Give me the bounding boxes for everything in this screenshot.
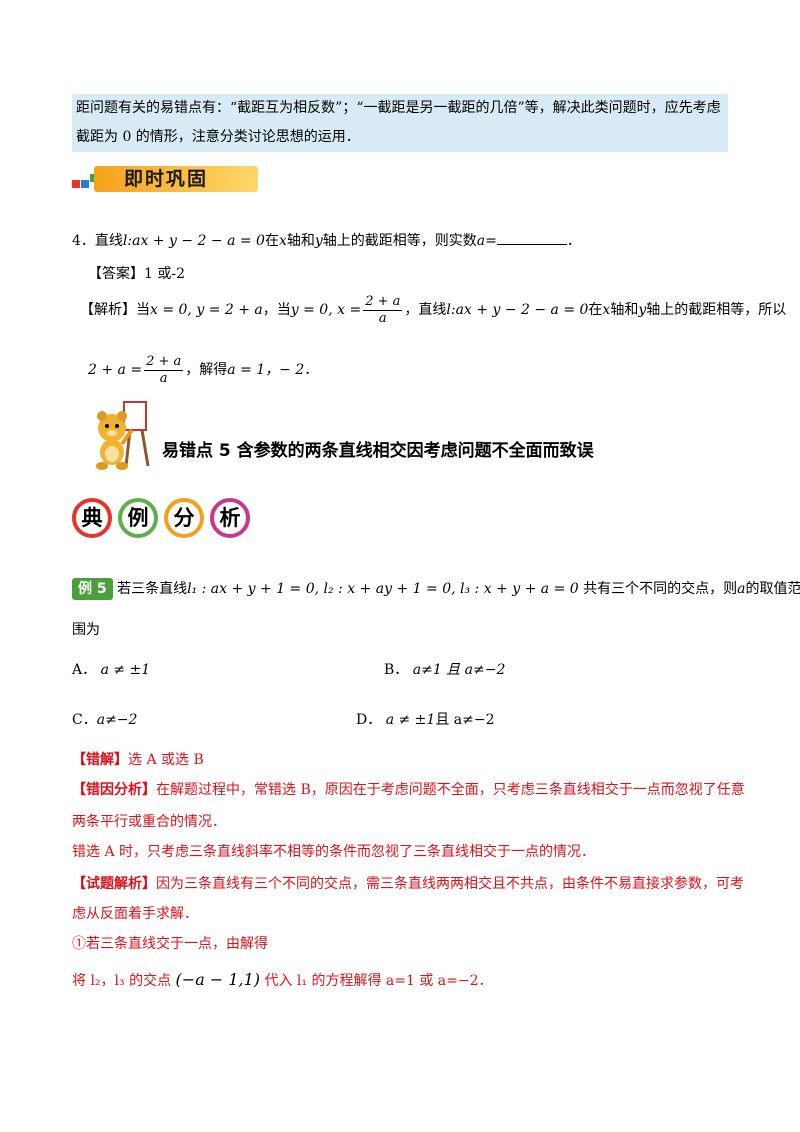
analysis-text: ，解得: [185, 362, 228, 378]
q4-text: 直线: [94, 233, 123, 249]
option-value: a ≠ ±1: [385, 712, 436, 728]
cause-line-1: 【错因分析】在解题过程中，常错选 B，原因在于考虑问题不全面，只考虑三条直线相交…: [72, 780, 745, 800]
analysis-text: 当: [136, 302, 150, 318]
option-label: A．: [72, 662, 97, 678]
option-value: a≠1 且 a≠−2: [412, 662, 506, 678]
consolidation-banner: 即时巩固: [72, 160, 258, 196]
solution-line-2: 虑从反面着手求解．: [72, 906, 198, 922]
answer: 【答案】1 或-2: [88, 264, 185, 284]
answer-label: 【答案】: [88, 266, 144, 282]
cause-text: 在解题过程中，常错选 B，原因在于考虑问题不全面，只考虑三条直线相交于一点而忽视…: [156, 782, 745, 798]
fraction-numerator: 2 + a: [363, 293, 403, 311]
blue-square-icon: [81, 180, 89, 188]
section-heading: 易错点 5 含参数的两条直线相交因考虑问题不全面而致误: [162, 441, 594, 461]
dianli-char-4: 析: [210, 498, 250, 538]
q4-text: ．: [566, 233, 581, 249]
option-c[interactable]: C．a≠−2: [72, 710, 137, 730]
analysis-text: ．: [304, 362, 319, 378]
banner-title: 即时巩固: [124, 168, 209, 190]
cause-label: 【错因分析】: [72, 782, 156, 798]
answer-value: 1 或-2: [144, 266, 185, 282]
example-5-line-2: 围为: [72, 622, 100, 638]
analysis-label: 【解析】: [80, 302, 136, 318]
option-label: D．: [356, 712, 382, 728]
fraction-denominator: a: [378, 310, 387, 326]
q4-var-y: y: [314, 233, 323, 249]
q4-var-a: a: [476, 233, 486, 249]
dianli-char-2: 例: [118, 498, 158, 538]
wrong-text: 选 A 或选 B: [128, 752, 204, 768]
analysis-lhs: 2 + a =: [88, 362, 143, 378]
solution-text: 因为三条直线有三个不同的交点，需三条直线两两相交且不共点，由条件不易直接求参数，…: [156, 876, 744, 892]
option-a[interactable]: A． a ≠ ±1: [72, 660, 150, 680]
example-text: 共有三个不同的交点，则: [583, 581, 738, 597]
red-square-icon: [72, 180, 80, 188]
tip-line-2: 截距为 0 的情形，注意分类讨论思想的运用．: [76, 129, 360, 145]
tip-box: 距问题有关的易错点有：“截距互为相反数”；“一截距是另一截距的几倍”等，解决此类…: [72, 94, 728, 152]
solution-line-1: 【试题解析】因为三条直线有三个不同的交点，需三条直线两两相交且不共点，由条件不易…: [72, 874, 744, 894]
option-value: a≠−2: [96, 712, 138, 728]
analysis-var-x: x: [602, 302, 611, 318]
analysis-text: ，直线: [404, 302, 447, 318]
analysis-var-y: y: [638, 302, 647, 318]
example-text: 若三条直线: [117, 581, 188, 597]
wrong-label: 【错解】: [72, 752, 128, 768]
analysis-text: 在: [588, 302, 603, 318]
question-4: 4．直线l:ax + y − 2 − a = 0在x轴和y轴上的截距相等，则实数…: [72, 230, 581, 251]
analysis-text: 轴和: [610, 302, 639, 318]
solution-line-4: 将 l₂，l₃ 的交点 (−a − 1,1) 代入 l₁ 的方程解得 a=1 或…: [72, 970, 493, 991]
q4-number: 4．: [72, 233, 95, 249]
analysis-condition-2: y = 0, x =: [290, 302, 362, 318]
example-equations: l₁ : ax + y + 1 = 0, l₂ : x + ay + 1 = 0…: [187, 581, 579, 597]
q4-text: =: [485, 233, 497, 249]
example-5: 例 5 若三条直线l₁ : ax + y + 1 = 0, l₂ : x + a…: [72, 578, 800, 600]
dianli-char-1: 典: [72, 498, 112, 538]
bear-mascot-icon: [96, 401, 150, 470]
example-var-a: a: [737, 581, 746, 597]
option-b[interactable]: B． a≠1 且 a≠−2: [384, 660, 505, 680]
solution-text: 代入 l₁ 的方程解得 a=1 或 a=−2．: [264, 973, 493, 989]
solution-text: 将 l₂，l₃ 的交点: [72, 973, 172, 989]
option-label: B．: [384, 662, 409, 678]
analysis-text: ，当: [262, 302, 291, 318]
banner-bar: [94, 166, 258, 192]
dianli-char-3: 分: [164, 498, 204, 538]
example-badge: 例 5: [72, 578, 113, 600]
q4-text: 轴和: [286, 233, 315, 249]
q4-var-x: x: [278, 233, 287, 249]
intersection-point: (−a − 1,1): [175, 970, 260, 989]
analysis-result: a = 1，− 2: [227, 362, 305, 378]
option-label: C．: [72, 712, 97, 728]
example-text: 的取值范: [745, 581, 800, 597]
tip-line-1: 距问题有关的易错点有：“截距互为相反数”；“一截距是另一截距的几倍”等，解决此类…: [76, 100, 721, 116]
analysis-equation: l:ax + y − 2 − a = 0: [446, 302, 589, 318]
q4-text: 在: [264, 233, 279, 249]
solution-label: 【试题解析】: [72, 876, 156, 892]
wrong-solution: 【错解】选 A 或选 B: [72, 750, 204, 770]
cause-line-2: 两条平行或重合的情况．: [72, 814, 226, 830]
analysis-text: 轴上的截距相等，所以: [646, 302, 787, 318]
fraction-numerator: 2 + a: [144, 353, 184, 371]
solution-line-3: ①若三条直线交于一点，由解得: [72, 936, 268, 952]
answer-blank: [496, 230, 567, 245]
fraction-denominator: a: [159, 370, 168, 386]
option-d[interactable]: D． a ≠ ±1且 a≠−2: [356, 710, 494, 730]
analysis-condition-1: x = 0, y = 2 + a: [150, 302, 263, 318]
cause-line-3: 错选 A 时，只考虑三条直线斜率不相等的条件而忽视了三条直线相交于一点的情况．: [72, 844, 596, 860]
q4-text: 轴上的截距相等，则实数: [322, 233, 477, 249]
option-value: a ≠ ±1: [100, 662, 151, 678]
option-value: 且 a≠−2: [435, 712, 495, 728]
q4-equation: l:ax + y − 2 − a = 0: [122, 233, 265, 249]
